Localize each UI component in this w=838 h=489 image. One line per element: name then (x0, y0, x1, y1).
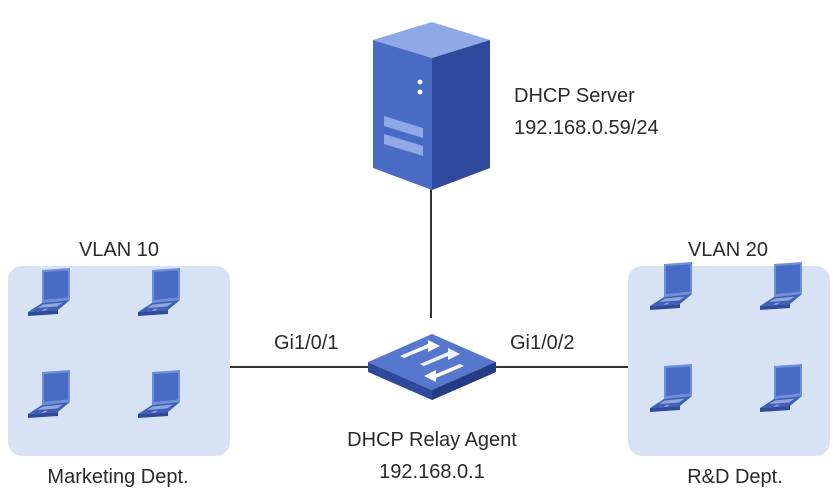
laptop-icon (138, 370, 180, 418)
laptop-icon (760, 262, 802, 310)
vlan10-dept-label: Marketing Dept. (47, 466, 189, 488)
laptop-icon (28, 370, 70, 418)
laptop-icon (28, 268, 70, 316)
vlan20-label: VLAN 20 (687, 239, 769, 261)
switch-icon (368, 334, 496, 400)
laptop-icon (138, 268, 180, 316)
vlan20-dept-label: R&D Dept. (687, 466, 783, 488)
port-left-label: Gi1/0/1 (274, 332, 339, 354)
relay-name-label: DHCP Relay Agent (347, 429, 517, 451)
server-tower-icon (373, 22, 490, 190)
vlan10-label: VLAN 10 (78, 239, 160, 261)
laptop-icon (650, 364, 692, 412)
laptop-icon (760, 364, 802, 412)
server-name-label: DHCP Server (514, 85, 635, 107)
relay-ip-label: 192.168.0.1 (379, 461, 485, 483)
vlan10-laptops (28, 268, 180, 418)
vlan20-laptops (650, 262, 802, 412)
laptop-icon (650, 262, 692, 310)
server-ip-label: 192.168.0.59/24 (514, 117, 659, 139)
port-right-label: Gi1/0/2 (510, 332, 575, 354)
